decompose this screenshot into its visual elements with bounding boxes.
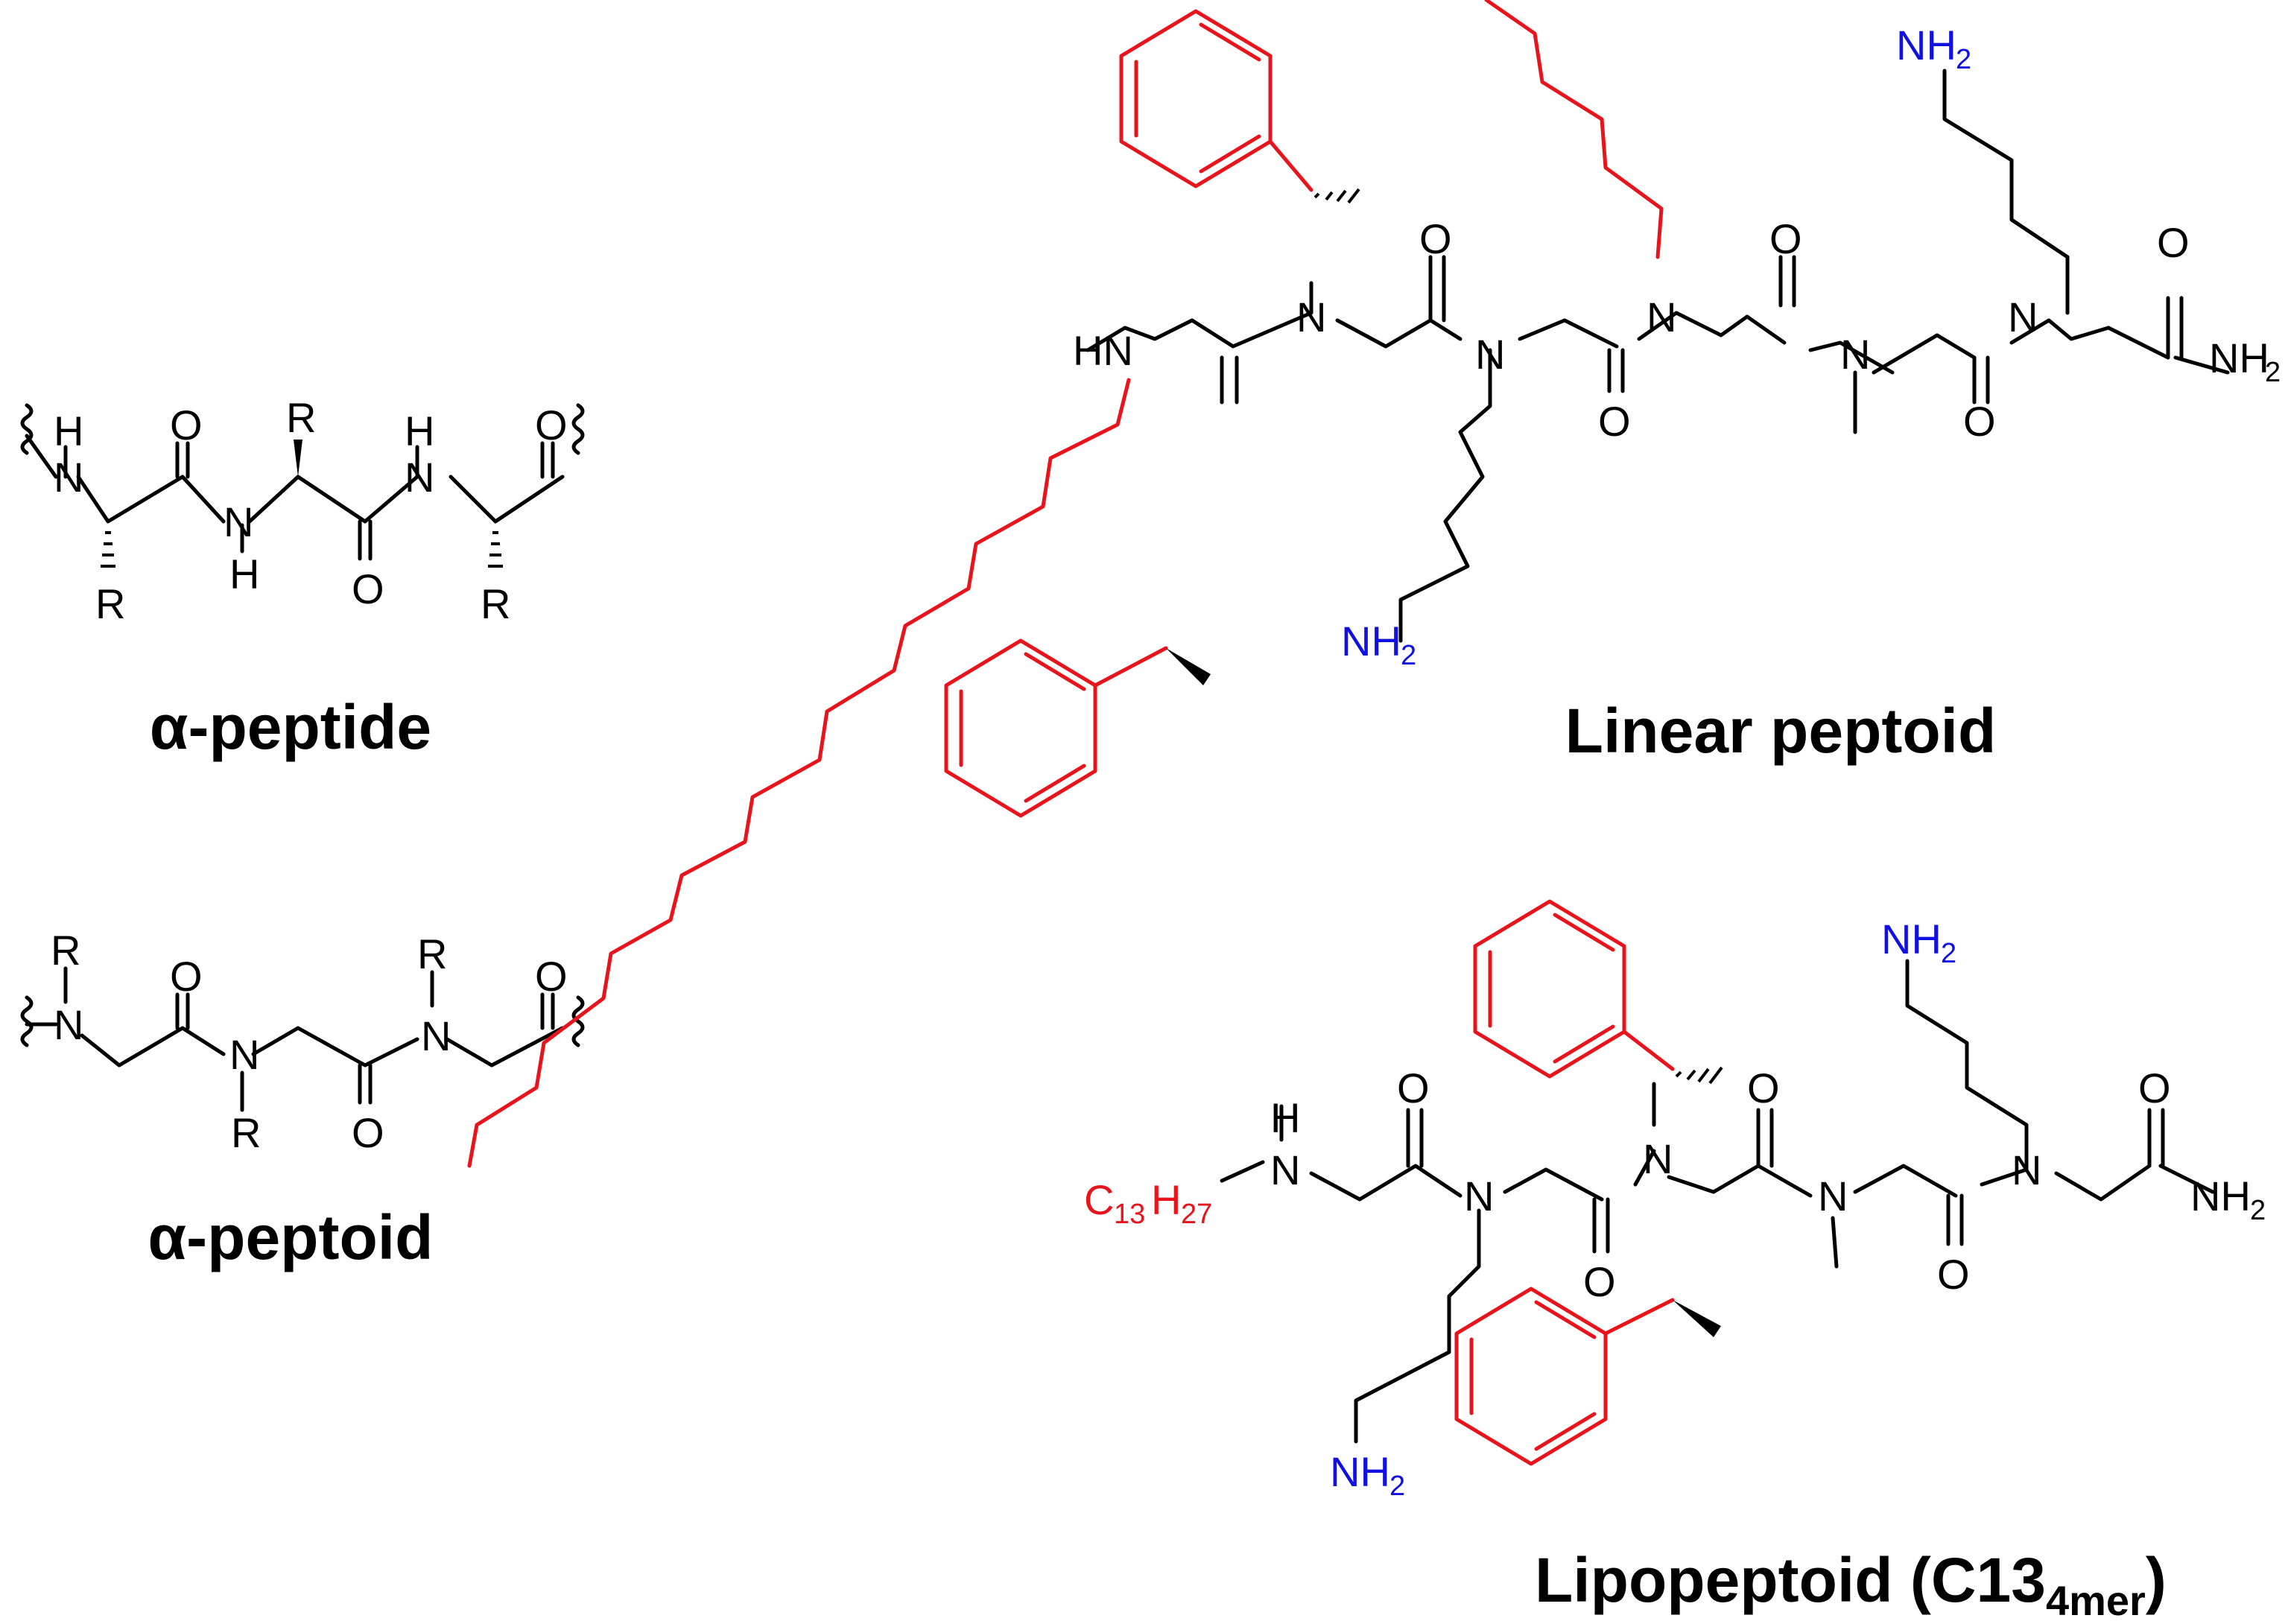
apt-n-2: N — [229, 1031, 259, 1078]
ap-h-1: H — [54, 407, 83, 454]
ap-r-3: R — [481, 580, 510, 627]
lp-n-3: N — [1647, 294, 1676, 340]
alpha-peptide-structure: H N R O N H R O H N R O α-peptide — [20, 394, 585, 762]
lip-nh2-upper-sub: 2 — [1941, 938, 1956, 969]
lp-n-2: N — [1475, 331, 1505, 378]
lp-hn: HN — [1073, 327, 1133, 374]
lip-phenyl-lower — [1454, 1287, 1675, 1466]
alpha-peptide-title: α-peptide — [150, 692, 431, 762]
alpha-peptoid-structure: R N O N R O R N O α-peptoid — [20, 927, 585, 1272]
apt-o-2: O — [352, 1109, 384, 1156]
lip-n-2: N — [1464, 1173, 1494, 1219]
lp-o-4: O — [1963, 398, 1996, 445]
lip-c-sub: 13 — [1114, 1199, 1145, 1230]
lip-c: C — [1084, 1176, 1114, 1223]
ap-r-1: R — [95, 580, 125, 627]
linear-peptoid-title: Linear peptoid — [1565, 696, 1997, 766]
lp-nh2-lower: NH — [1341, 618, 1401, 664]
apt-n-3: N — [421, 1012, 451, 1059]
lip-lipid-tail: C 13 H 27 — [1084, 1176, 1212, 1230]
ap-r-2: R — [286, 394, 316, 441]
lp-n-1: N — [1296, 294, 1326, 340]
linear-peptoid-structure: HN N O N O N O N O N O NH 2 NH 2 NH 2 Li… — [467, 0, 2281, 1168]
lipopeptoid-title-sub: 4mer — [2046, 1577, 2146, 1624]
lp-n-5: N — [2008, 294, 2038, 340]
lip-o-5: O — [2138, 1065, 2171, 1111]
lp-hash-upper — [1313, 188, 1360, 204]
lp-hexyl-chain-top — [1484, 0, 1664, 259]
ap-o-2: O — [352, 565, 384, 612]
ap-n-3: N — [405, 454, 434, 501]
lip-h: H — [1270, 1094, 1300, 1141]
lip-n-5: N — [2012, 1146, 2041, 1193]
lip-h27-sub: 27 — [1181, 1199, 1212, 1230]
lp-o-2: O — [1598, 398, 1631, 445]
lip-nh2-lower: NH — [1330, 1448, 1390, 1495]
lp-phenyl-upper — [1119, 9, 1313, 192]
lip-amines: NH 2 NH 2 — [1330, 916, 1956, 1502]
ap-h-2: H — [229, 551, 259, 597]
lip-o-1: O — [1397, 1065, 1430, 1111]
lip-backbone — [1220, 959, 2215, 1444]
lp-nh2-lower-sub: 2 — [1401, 640, 1416, 671]
lip-n-3: N — [1643, 1135, 1673, 1182]
apt-r-3: R — [417, 930, 447, 977]
lipopeptoid-title-end: ) — [2146, 1545, 2167, 1615]
ap-n-1: N — [54, 454, 83, 501]
lp-nh2-upper-sub: 2 — [1956, 44, 1971, 75]
lip-nh2-upper: NH — [1881, 916, 1942, 962]
lip-n-1: N — [1270, 1146, 1300, 1193]
lip-h27: H — [1151, 1176, 1181, 1223]
lipopeptoid-title-main: Lipopeptoid (C13 — [1535, 1545, 2046, 1615]
ap-o-1: O — [170, 402, 203, 448]
lip-o-4: O — [1937, 1251, 1970, 1298]
apt-n-1: N — [54, 1001, 83, 1048]
lip-nh2-lower-sub: 2 — [1389, 1471, 1405, 1502]
lip-n-4: N — [1818, 1173, 1848, 1219]
ap-n-2: N — [224, 498, 253, 545]
apt-r-2: R — [231, 1109, 261, 1156]
lip-atoms: H N O N O N O N O N O NH 2 — [1270, 1065, 2266, 1305]
lp-n-4: N — [1840, 331, 1870, 378]
apt-r-1: R — [51, 927, 80, 974]
apt-o-3: O — [535, 953, 568, 1000]
lip-hash-upper — [1675, 1066, 1723, 1085]
lip-o-3: O — [1747, 1065, 1780, 1111]
apt-o-1: O — [170, 953, 203, 1000]
lp-o-5: O — [2157, 219, 2190, 266]
lp-o-3: O — [1769, 215, 1802, 262]
lp-nh2-upper: NH — [1896, 22, 1956, 69]
lipopeptoid-title: Lipopeptoid (C134mer) — [1535, 1545, 2167, 1624]
lp-nh2-terminal: NH — [2209, 334, 2269, 381]
lipopeptoid-structure: H N O N O N O N O N O NH 2 C 13 H 27 NH … — [1084, 899, 2266, 1624]
alpha-peptoid-title: α-peptoid — [148, 1202, 434, 1272]
lp-hexyl-chain-left — [467, 378, 1131, 1168]
lp-atoms: HN N O N O N O N O N O NH 2 — [1073, 215, 2281, 445]
ap-h-3: H — [405, 407, 434, 454]
lp-backbone — [1086, 69, 2230, 643]
lip-nh2-terminal-sub: 2 — [2250, 1195, 2266, 1226]
lip-o-2: O — [1583, 1258, 1616, 1305]
lip-phenyl-upper — [1473, 899, 1675, 1079]
lp-o-1: O — [1419, 215, 1452, 262]
ap-o-3: O — [535, 402, 568, 448]
lp-nh2-terminal-sub: 2 — [2265, 357, 2281, 388]
lip-nh2-terminal: NH — [2190, 1173, 2251, 1219]
lp-amines: NH 2 NH 2 — [1341, 22, 1971, 671]
lp-phenyl-lower — [944, 638, 1168, 818]
